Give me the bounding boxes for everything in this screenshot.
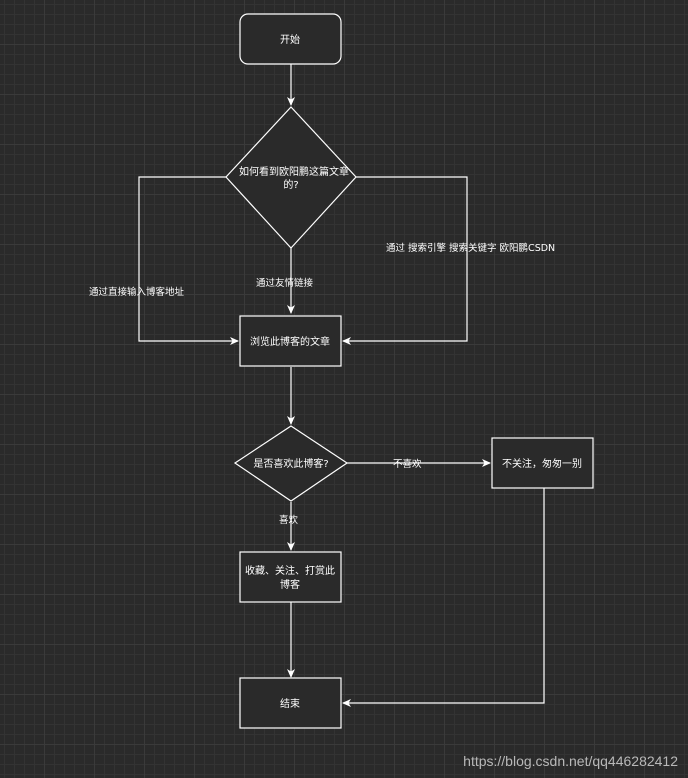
decision-source-label-1: 如何看到欧阳鹏这篇文章 — [239, 165, 349, 178]
watermark: https://blog.csdn.net/qq446282412 — [463, 753, 678, 769]
collect-label-1: 收藏、关注、打赏此 — [245, 564, 335, 577]
edge-notfollow-to-end — [342, 488, 545, 707]
start-label: 开始 — [280, 33, 300, 46]
collect-node — [239, 551, 342, 603]
browse-node — [239, 315, 342, 367]
edge-label-like: 喜欢 — [279, 514, 299, 526]
edge-decision-to-browse-direct — [138, 176, 239, 345]
decision-like-label: 是否喜欢此博客? — [253, 457, 328, 470]
edge-label-dislike: 不喜欢 — [393, 458, 422, 470]
decision-source-label-2: 的? — [283, 178, 298, 191]
decision-like-node — [233, 425, 349, 502]
browse-label: 浏览此博客的文章 — [250, 335, 330, 348]
end-node — [239, 677, 342, 729]
edge-label-direct-input: 通过直接输入博客地址 — [89, 286, 185, 298]
end-label: 结束 — [280, 697, 300, 710]
edge-decision-to-browse-search — [342, 176, 468, 345]
edge-label-search-engine: 通过 搜索引擎 搜索关键字 欧阳鹏CSDN — [386, 242, 555, 254]
not-follow-label: 不关注，匆匆一别 — [502, 457, 582, 470]
not-follow-node — [491, 437, 594, 489]
start-node — [239, 13, 342, 65]
edge-label-friend-link: 通过友情链接 — [256, 277, 314, 289]
decision-source-node — [225, 106, 357, 249]
collect-label-2: 博客 — [280, 578, 300, 591]
